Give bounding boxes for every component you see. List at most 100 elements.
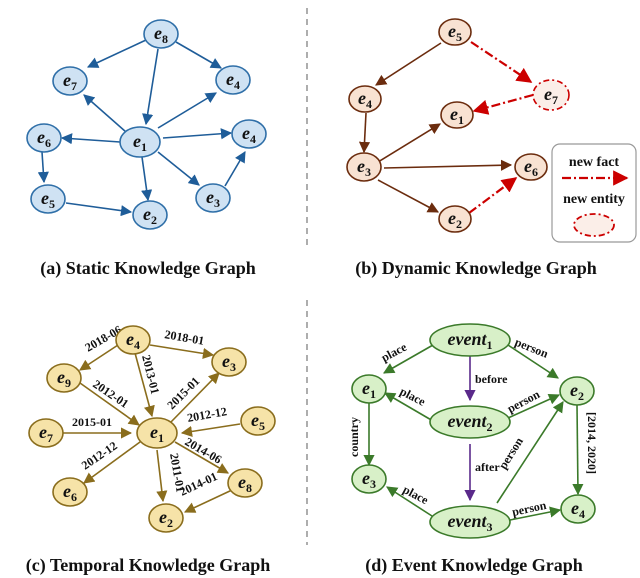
node-label: e2 — [159, 507, 173, 530]
node-circle — [351, 464, 387, 494]
panel-b-legend: new fact new entity — [551, 143, 637, 243]
edge-b-e4-e3 — [358, 112, 371, 154]
edge-c-e4-e3 — [149, 344, 215, 359]
label-d-e2-e4: [2014, 2020] — [585, 412, 599, 474]
edge-b-e5-e7-new — [470, 41, 533, 83]
node-label: e9 — [57, 367, 71, 390]
panel-d-node-e3: e3 — [351, 464, 387, 494]
panel-a-node-e4: e4 — [215, 65, 251, 95]
node-circle — [195, 183, 231, 213]
node-label: e4 — [226, 69, 240, 92]
node-circle — [30, 184, 66, 214]
node-label: e7 — [39, 422, 53, 445]
legend-new-entity-label: new entity — [563, 192, 625, 207]
panel-c-node-e1: e1 — [136, 417, 178, 449]
panel-b-node-e4: e4 — [348, 85, 382, 113]
edge-d-ev2-e1 — [384, 392, 434, 422]
panel-a-node-e1: e1 — [119, 126, 161, 158]
node-circle — [514, 153, 548, 181]
panel-b-node-e3: e3 — [346, 152, 382, 182]
panel-c-node-e7: e7 — [28, 418, 64, 448]
label-c-e1-e6: 2012-12 — [79, 439, 120, 473]
node-label: e7 — [544, 84, 558, 107]
node-circle — [148, 503, 184, 533]
panel-a-node-e6: e6 — [26, 123, 62, 153]
node-label: e1 — [150, 422, 164, 445]
node-circle — [438, 18, 472, 46]
edge-d-ev2-e2 — [507, 394, 561, 419]
edge-a-e8-e1 — [142, 48, 159, 126]
node-label: e1 — [450, 104, 464, 127]
edge-a-e1-e2 — [141, 156, 153, 202]
node-circle — [560, 494, 596, 524]
label-c-e4-e1: 2013-01 — [139, 353, 162, 395]
edge-d-ev1-e2 — [507, 344, 559, 379]
panel-c-nodes: e4 e9 e3 e7 e1 e5 e6 e8 e2 — [28, 325, 276, 533]
node-label: e3 — [222, 351, 236, 374]
label-d-ev1-e2: person — [513, 335, 551, 361]
edge-a-e8-e7 — [86, 39, 147, 68]
label-d-ev3-e3: place — [401, 482, 432, 507]
node-circle — [28, 418, 64, 448]
edge-c-e4-e1 — [134, 352, 155, 418]
node-circle — [136, 417, 178, 449]
edge-b-e3-e1 — [377, 123, 441, 163]
label-d-e1-e3: country — [347, 417, 361, 457]
edge-d-ev3-e4 — [509, 506, 562, 521]
node-circle — [52, 66, 88, 96]
panel-d-node-e2: e2 — [559, 376, 595, 406]
panel-c-node-e3: e3 — [211, 347, 247, 377]
edge-b-e7-e1-new — [472, 93, 534, 115]
panel-c-node-e9: e9 — [46, 363, 82, 393]
node-label: e4 — [571, 498, 585, 521]
panel-b-node-e6: e6 — [514, 153, 548, 181]
edge-b-e2-e6-new — [468, 177, 518, 214]
node-circle — [115, 325, 151, 355]
edge-c-e1-e6 — [83, 441, 141, 484]
label-d-ev2-ev3: after — [475, 460, 500, 474]
node-label: e8 — [238, 472, 252, 495]
panel-b-node-e1: e1 — [440, 101, 474, 129]
node-circle — [46, 363, 82, 393]
panel-d-edges — [363, 344, 584, 521]
node-label: e5 — [41, 188, 55, 211]
legend-new-fact-label: new fact — [569, 155, 619, 170]
node-circle — [346, 152, 382, 182]
node-label: e6 — [524, 156, 538, 179]
edge-b-e3-e6 — [383, 159, 513, 171]
panel-a-node-e7: e7 — [52, 66, 88, 96]
panel-a-node-e4b: e4 — [231, 119, 267, 149]
panel-a-node-e8: e8 — [143, 19, 179, 49]
node-label: event3 — [448, 511, 493, 534]
edge-c-e1-e8 — [174, 441, 229, 474]
node-label: e4 — [358, 88, 372, 111]
panel-c-caption: (c) Temporal Knowledge Graph — [26, 555, 271, 576]
edge-a-e6-e5 — [37, 151, 49, 184]
panel-b-node-e5: e5 — [438, 18, 472, 46]
edge-a-e1-e4 — [157, 92, 217, 129]
edge-a-e8-e4 — [175, 41, 222, 69]
edge-d-ev3-e3 — [386, 486, 433, 517]
panel-d-node-e4: e4 — [560, 494, 596, 524]
panel-c-node-e2: e2 — [148, 503, 184, 533]
edge-d-ev1-e1 — [383, 344, 434, 374]
edge-c-e1-e2 — [156, 449, 168, 503]
node-circle — [429, 323, 511, 357]
node-circle — [440, 101, 474, 129]
panel-c-node-e4: e4 — [115, 325, 151, 355]
node-circle — [231, 119, 267, 149]
edge-c-e9-e1 — [79, 382, 140, 426]
edge-c-e5-e1 — [180, 423, 241, 437]
panel-d-caption: (d) Event Knowledge Graph — [365, 555, 583, 576]
panel-c-node-e5: e5 — [240, 406, 276, 436]
panel-c-node-e6: e6 — [52, 477, 88, 507]
node-label: e6 — [37, 127, 51, 150]
edge-a-e1-e4b — [162, 128, 233, 140]
panel-d-node-e1: e1 — [351, 374, 387, 404]
panel-d-node-ev1: event1 — [429, 323, 511, 357]
node-label: e1 — [362, 378, 376, 401]
